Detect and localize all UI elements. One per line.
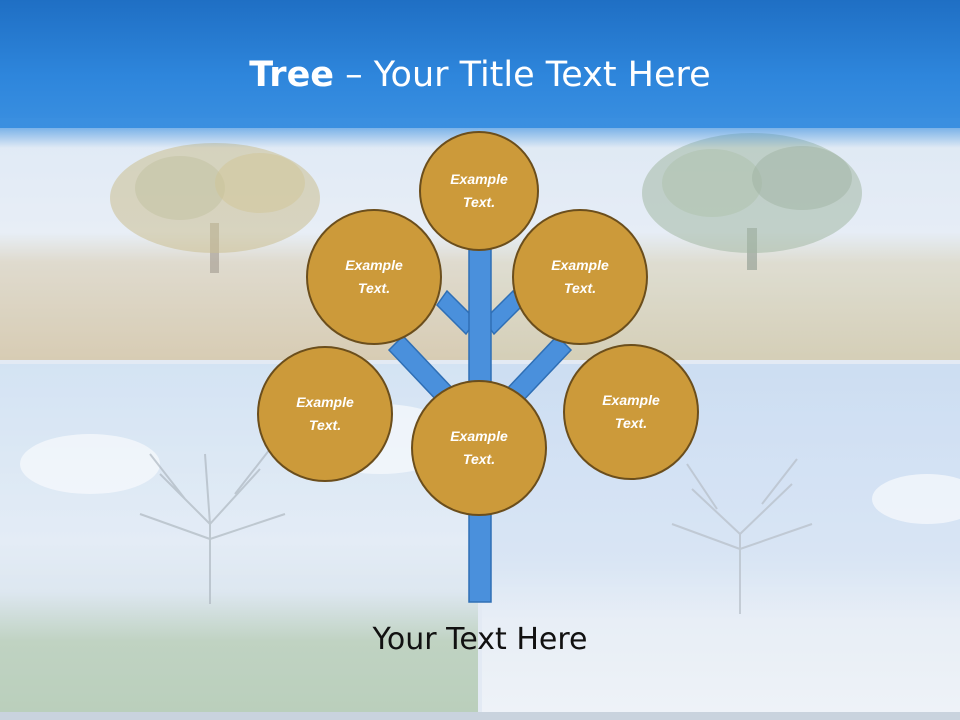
node-upper-left: Example Text. [306, 209, 442, 345]
node-lower-right: Example Text. [563, 344, 699, 480]
node-label: Example Text. [551, 257, 609, 296]
node-label: Example Text. [296, 394, 354, 433]
title-bold: Tree [249, 55, 335, 95]
title-band [0, 0, 960, 128]
winter-tree-image [482, 364, 960, 720]
node-label: Example Text. [450, 428, 508, 467]
node-label: Example Text. [602, 392, 660, 431]
node-upper-right: Example Text. [512, 209, 648, 345]
slide-title: Tree – Your Title Text Here [0, 52, 960, 98]
node-lower-left: Example Text. [257, 346, 393, 482]
node-label: Example Text. [450, 171, 508, 210]
node-top: Example Text. [419, 131, 539, 251]
title-text: – Your Title Text Here [334, 55, 711, 95]
node-center: Example Text. [411, 380, 547, 516]
bottom-bar [0, 712, 960, 720]
node-label: Example Text. [345, 257, 403, 296]
caption-text: Your Text Here [372, 622, 588, 657]
